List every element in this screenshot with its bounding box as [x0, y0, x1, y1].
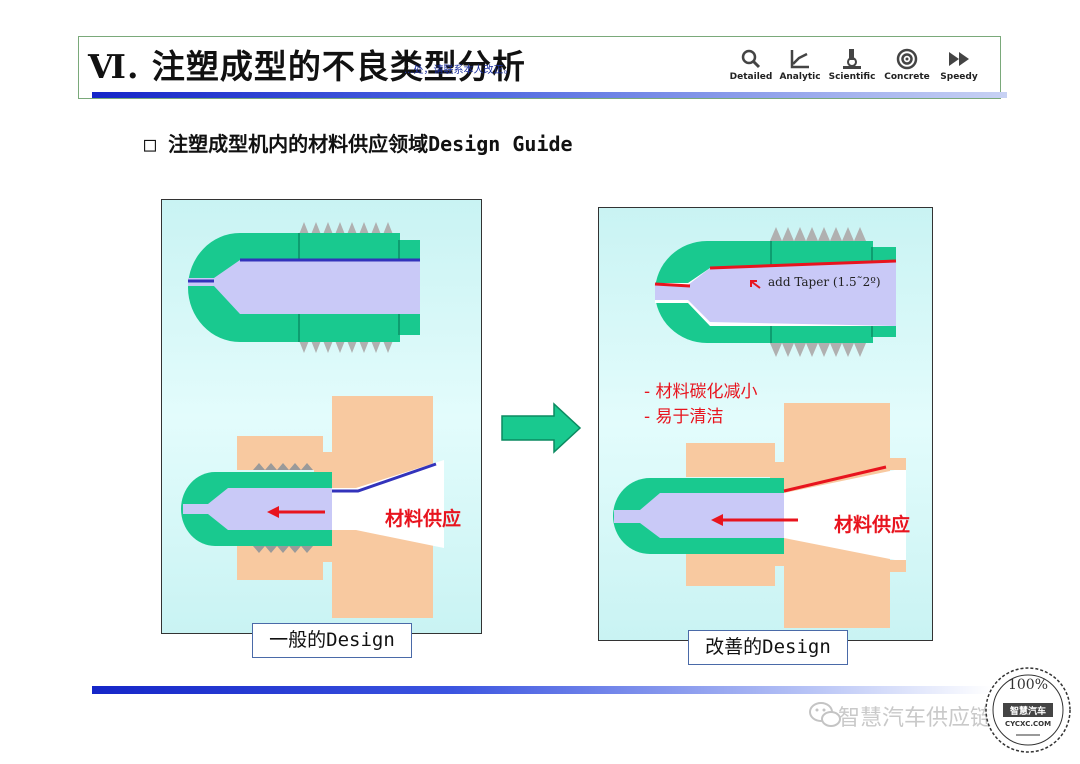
top-nozzle — [188, 222, 420, 353]
toolbar-label: Analytic — [779, 72, 821, 82]
toolbar-label: Concrete — [884, 72, 930, 82]
toolbar-detailed: Detailed — [727, 48, 775, 82]
section-subtitle: □ 注塑成型机内的材料供应领域Design Guide — [144, 132, 573, 156]
page-title: Ⅵ. 注塑成型的不良类型分析 — [88, 47, 526, 86]
taper-note: add Taper (1.5˜2º) — [768, 275, 881, 289]
stamp-mid: 智慧汽车 — [1009, 707, 1046, 717]
toolbar-concrete: Concrete — [883, 48, 931, 82]
improved-design-diagram — [613, 227, 906, 628]
fast-forward-icon — [949, 52, 969, 66]
watermark-text: ...处，请联系本人改正。 — [404, 65, 514, 76]
title-underline-bar — [92, 92, 1007, 98]
toolbar-label: Detailed — [729, 72, 773, 82]
improved-bottom-assembly — [613, 403, 906, 628]
target-icon — [896, 48, 918, 70]
right-arrow-icon — [501, 402, 582, 454]
toolbar-speedy: Speedy — [935, 48, 983, 82]
stamp-seal-icon — [985, 667, 1071, 753]
toolbar-label: Speedy — [940, 72, 978, 82]
line-graph-icon — [790, 50, 809, 69]
right-caption: 改善的Design — [688, 630, 848, 665]
stamp-bottom: CYCXC.COM — [1004, 720, 1052, 728]
magnifier-icon — [741, 49, 761, 69]
toolbar-label: Scientific — [828, 72, 876, 82]
quality-stamp: 100% 智慧汽车 CYCXC.COM — [983, 665, 1073, 755]
left-caption: 一般的Design — [252, 623, 412, 658]
footer-bar — [92, 686, 992, 694]
benefit-item: - 材料碳化减小 — [644, 382, 758, 402]
improved-top-nozzle — [654, 227, 897, 357]
general-design-diagram — [181, 222, 444, 618]
left-flow-label: 材料供应 — [385, 508, 462, 530]
right-flow-label: 材料供应 — [834, 514, 911, 536]
benefit-item: - 易于清洁 — [644, 407, 724, 427]
stamp-top: 100% — [1007, 677, 1049, 693]
microscope-icon — [843, 49, 861, 69]
toolbar-scientific: Scientific — [828, 48, 876, 82]
wechat-icon — [809, 702, 841, 727]
brand-text: 智慧汽车供应链 — [838, 706, 993, 731]
toolbar-analytic: Analytic — [776, 48, 824, 82]
bottom-assembly — [181, 396, 444, 618]
